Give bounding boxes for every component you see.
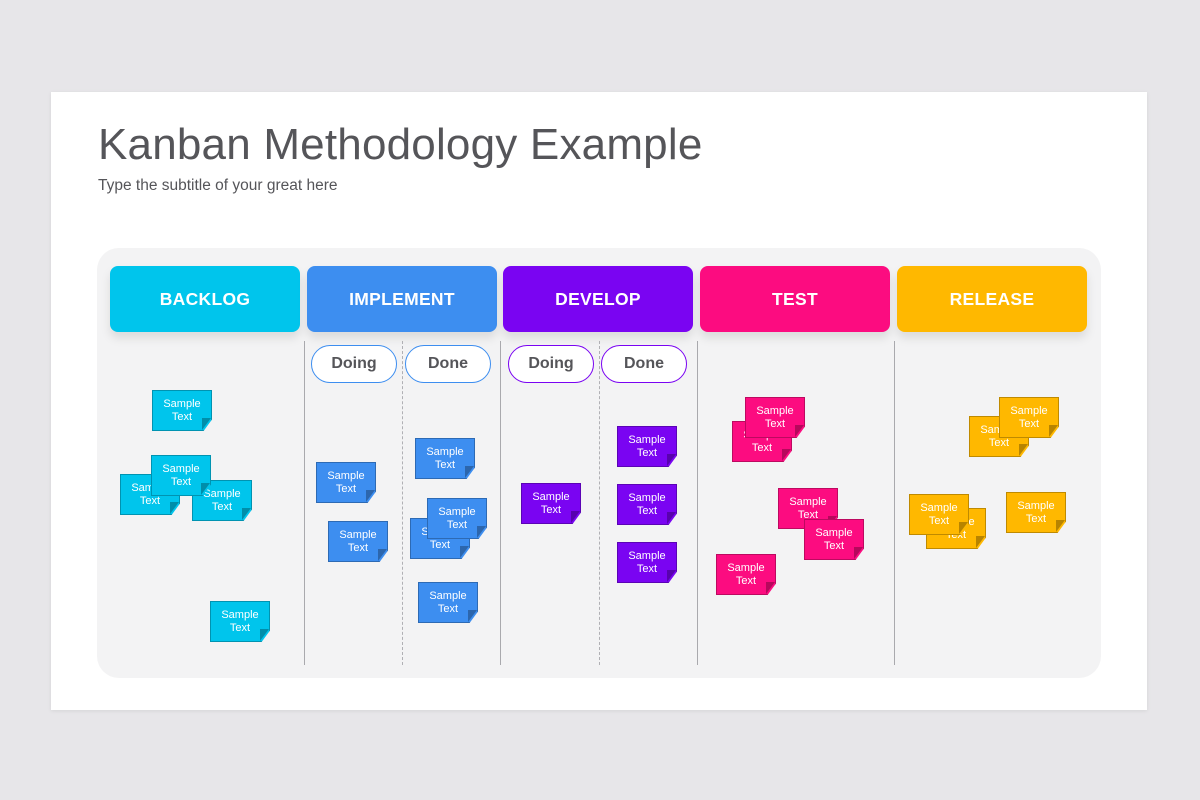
column-header-develop[interactable]: DEVELOP xyxy=(503,266,693,332)
sub-column-divider xyxy=(402,341,403,665)
pill-develop-done[interactable]: Done xyxy=(601,345,687,383)
column-divider xyxy=(697,341,698,665)
column-divider xyxy=(304,341,305,665)
pill-implement-doing[interactable]: Doing xyxy=(311,345,397,383)
slide-title: Kanban Methodology Example xyxy=(98,120,703,169)
column-divider xyxy=(894,341,895,665)
slide: Kanban Methodology Example Type the subt… xyxy=(51,92,1147,710)
kanban-board: BACKLOG IMPLEMENT DEVELOP TEST RELEASE D… xyxy=(97,248,1101,678)
pill-implement-done[interactable]: Done xyxy=(405,345,491,383)
column-divider xyxy=(500,341,501,665)
column-header-backlog[interactable]: BACKLOG xyxy=(110,266,300,332)
column-header-release[interactable]: RELEASE xyxy=(897,266,1087,332)
slide-subtitle: Type the subtitle of your great here xyxy=(98,177,338,194)
column-header-implement[interactable]: IMPLEMENT xyxy=(307,266,497,332)
column-header-test[interactable]: TEST xyxy=(700,266,890,332)
pill-develop-doing[interactable]: Doing xyxy=(508,345,594,383)
sub-column-divider xyxy=(599,341,600,665)
